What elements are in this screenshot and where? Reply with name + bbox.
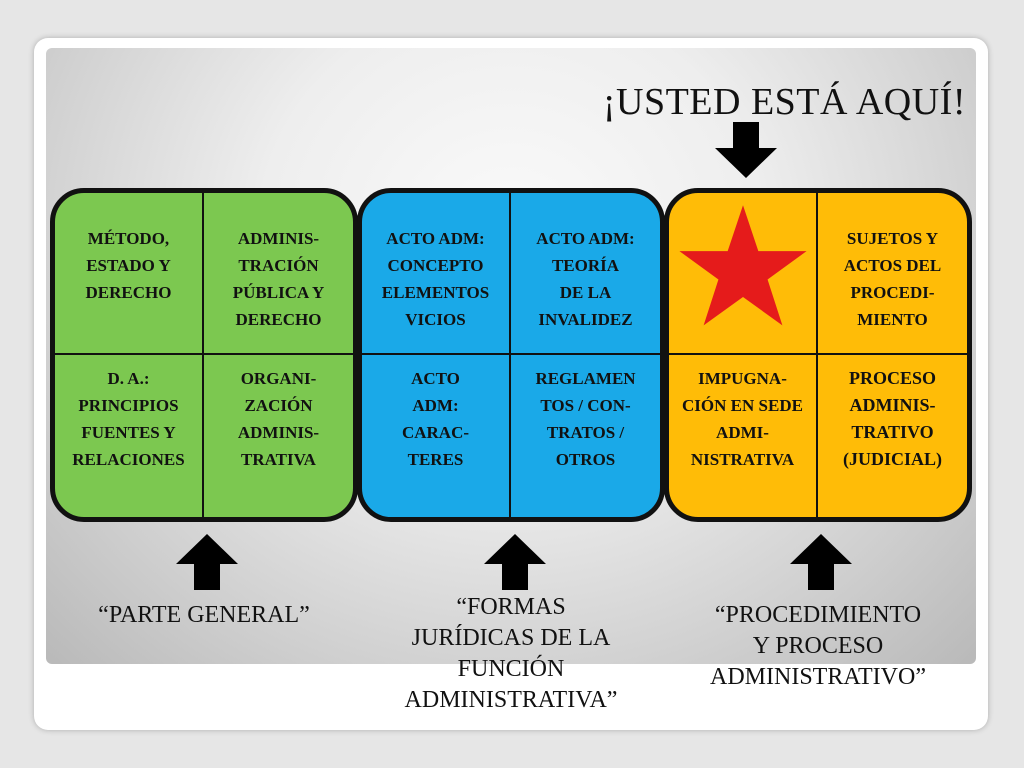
- star-icon: [678, 205, 807, 326]
- cell-acto-invalidez: ACTO ADM: TEORÍA DE LA INVALIDEZ: [511, 193, 660, 355]
- up-arrow-icon: [790, 534, 852, 590]
- cell-metodo-estado-derecho: MÉTODO, ESTADO Y DERECHO: [55, 193, 204, 355]
- cell-acto-concepto: ACTO ADM: CONCEPTO ELEMENTOS VICIOS: [362, 193, 511, 355]
- cell-administracion-publica: ADMINIS- TRACIÓN PÚBLICA Y DERECHO: [204, 193, 353, 355]
- caption-parte-general: “PARTE GENERAL”: [98, 602, 310, 628]
- cell-acto-caracteres: ACTO ADM: CARAC- TERES: [362, 355, 511, 517]
- cell-sujetos-actos: SUJETOS Y ACTOS DEL PROCEDI- MIENTO: [818, 193, 967, 355]
- cell-principios-fuentes: D. A.: PRINCIPIOS FUENTES Y RELACIONES: [55, 355, 204, 517]
- up-arrow-icon: [484, 534, 546, 590]
- cell-impugnacion: IMPUGNA- CIÓN EN SEDE ADMI- NISTRATIVA: [669, 355, 818, 517]
- caption-procedimiento-proceso: “PROCEDIMIENTO Y PROCESO ADMINISTRATIVO”: [710, 602, 926, 690]
- group-formas-juridicas: ACTO ADM: CONCEPTO ELEMENTOS VICIOS ACTO…: [357, 188, 665, 522]
- cell-star: [669, 193, 818, 355]
- group-parte-general: MÉTODO, ESTADO Y DERECHO ADMINIS- TRACIÓ…: [50, 188, 358, 522]
- you-are-here-heading: ¡USTED ESTÁ AQUÍ!: [602, 81, 966, 123]
- group-procedimiento-proceso: SUJETOS Y ACTOS DEL PROCEDI- MIENTO IMPU…: [664, 188, 972, 522]
- caption-formas-juridicas: “FORMAS JURÍDICAS DE LA FUNCIÓN ADMINIST…: [404, 594, 618, 713]
- cell-proceso-judicial: PROCESO ADMINIS- TRATIVO (JUDICIAL): [843, 368, 942, 469]
- cell-reglamentos-contratos: REGLAMEN TOS / CON- TRATOS / OTROS: [535, 369, 636, 469]
- cell-organizacion-administrativa: ORGANI- ZACIÓN ADMINIS- TRATIVA: [237, 369, 320, 469]
- down-arrow-icon: [715, 122, 777, 178]
- up-arrow-icon: [176, 534, 238, 590]
